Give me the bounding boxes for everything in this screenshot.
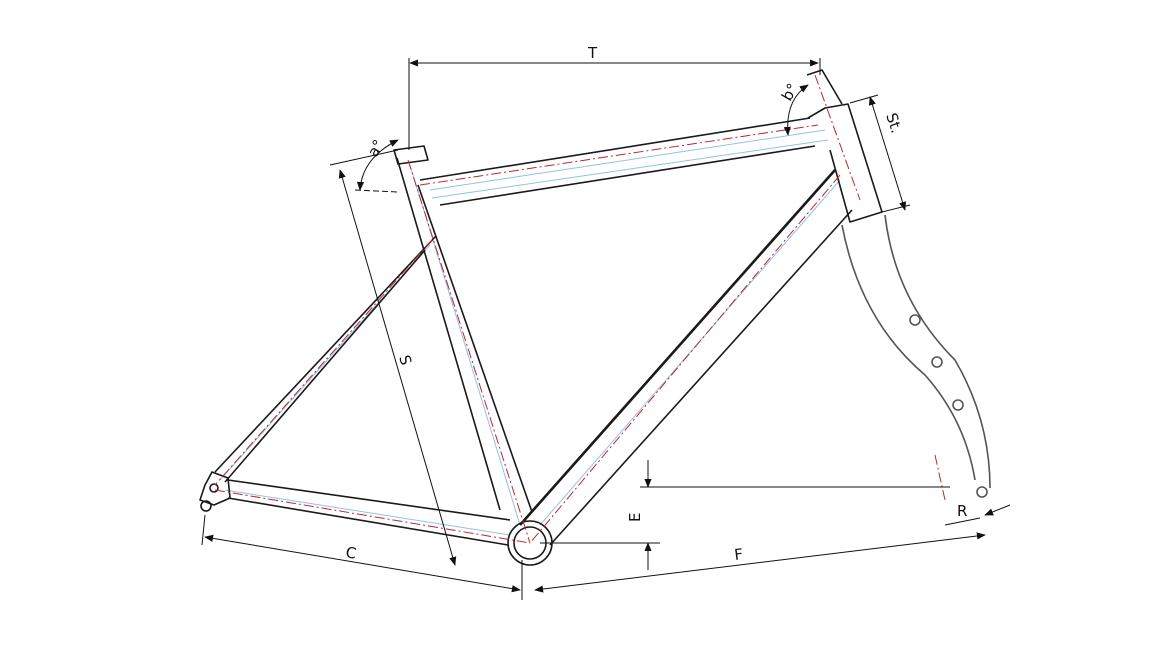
label-top-tube: T: [587, 44, 598, 62]
top-tube: [419, 117, 816, 206]
label-bb-drop: E: [626, 513, 644, 522]
label-seat-tube: S: [395, 353, 415, 367]
frame: [199, 69, 991, 566]
fork: [841, 214, 991, 489]
label-seat-angle: a°: [364, 137, 388, 160]
seat-tube: [396, 157, 533, 513]
fork-dropout: [976, 486, 988, 498]
rear-dropout: [199, 471, 231, 506]
down-tube: [519, 169, 836, 526]
label-fork-rake: R: [957, 502, 967, 520]
centerlines: [214, 74, 946, 544]
seat-collar: [393, 145, 429, 165]
label-stack: St.: [882, 111, 905, 136]
steerer: [806, 69, 843, 105]
head-tube: [807, 103, 883, 223]
dimension-lines: [201, 58, 1011, 600]
label-chainstay: C: [344, 543, 357, 563]
label-front-center: F: [733, 545, 744, 564]
label-head-angle: b°: [778, 80, 802, 104]
